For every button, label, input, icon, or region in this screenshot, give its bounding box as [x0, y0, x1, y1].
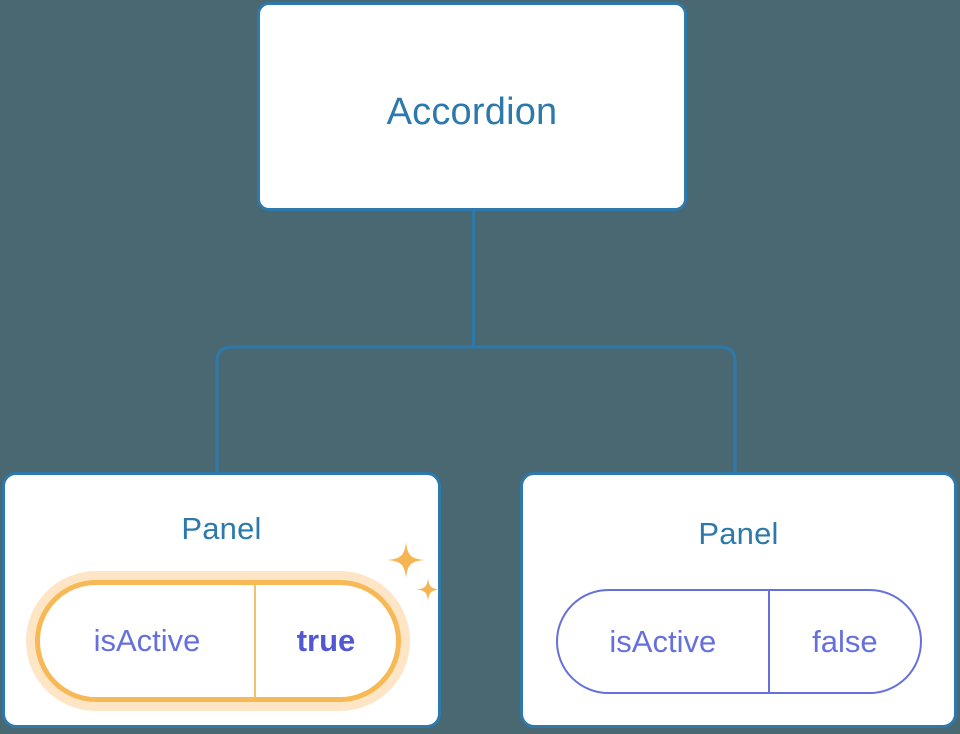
prop-pill-isactive-true[interactable]: isActive true: [35, 580, 401, 702]
prop-key-label: isActive: [558, 591, 770, 692]
prop-value-label: true: [296, 623, 356, 658]
node-panel-right-title: Panel: [698, 516, 779, 551]
node-accordion[interactable]: Accordion: [257, 2, 687, 211]
edge-branch-bus: [215, 345, 737, 472]
node-accordion-title: Accordion: [386, 91, 558, 133]
node-panel-left-title: Panel: [181, 511, 262, 546]
prop-value-label: false: [812, 623, 878, 659]
prop-key-label: isActive: [40, 585, 256, 697]
prop-pill-isactive-false[interactable]: isActive false: [556, 589, 922, 694]
